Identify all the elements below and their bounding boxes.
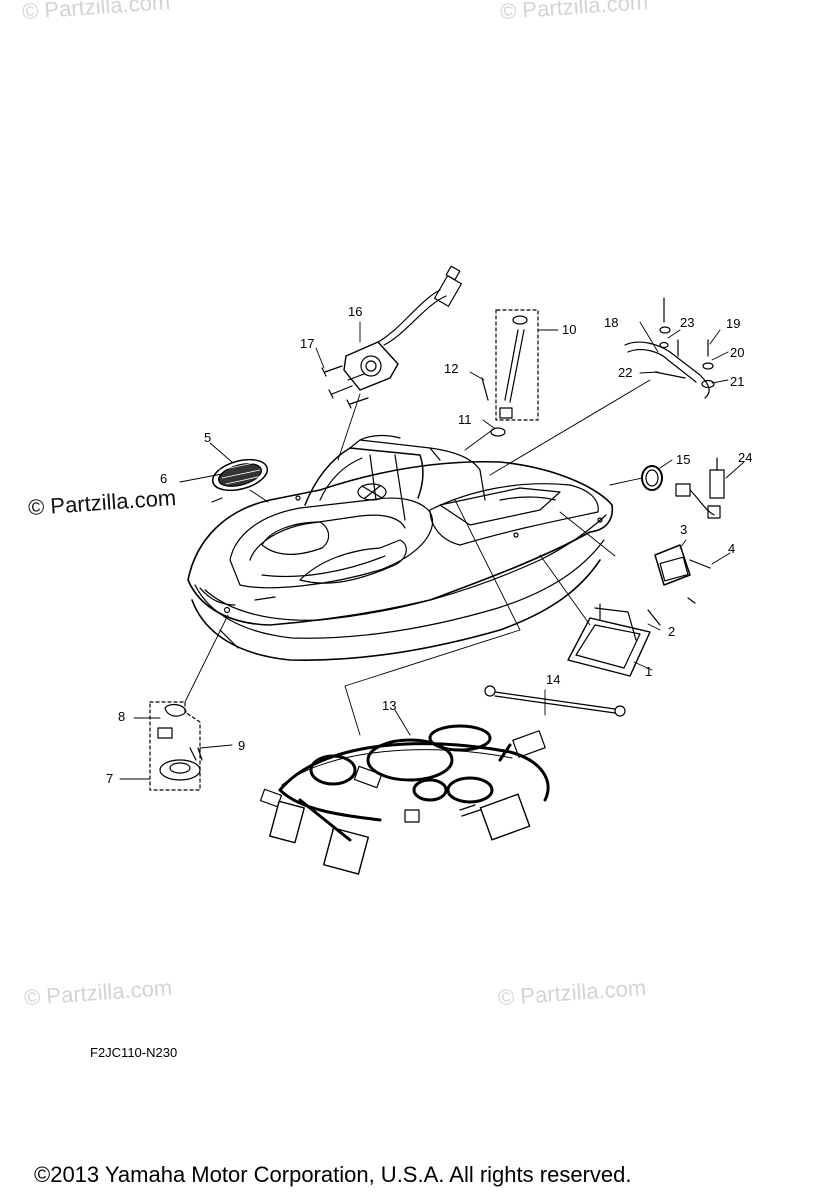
callout-6: 6 <box>160 471 167 486</box>
part-10-antenna <box>481 309 539 437</box>
part-7-assembly <box>149 701 203 791</box>
part-3-control-unit <box>654 544 711 604</box>
part-1-bracket <box>567 603 661 677</box>
callout-3: 3 <box>680 522 687 537</box>
boat-hull <box>187 434 614 662</box>
callout-21: 21 <box>730 374 744 389</box>
part-16-speaker-bracket <box>343 265 463 391</box>
callout-19: 19 <box>726 316 740 331</box>
part-17-screws <box>321 365 369 409</box>
callout-14: 14 <box>546 672 560 687</box>
part-5-speaker <box>211 458 269 503</box>
callout-8: 8 <box>118 709 125 724</box>
callout-24: 24 <box>738 450 752 465</box>
callout-16: 16 <box>348 304 362 319</box>
part-24-sensor <box>675 457 725 519</box>
callout-4: 4 <box>728 541 735 556</box>
part-14-cable <box>484 685 626 717</box>
callout-5: 5 <box>204 430 211 445</box>
callout-10: 10 <box>562 322 576 337</box>
callout-2: 2 <box>668 624 675 639</box>
part-13-wire-harness <box>259 724 550 875</box>
callout-22: 22 <box>618 365 632 380</box>
callout-18: 18 <box>604 315 618 330</box>
callout-12: 12 <box>444 361 458 376</box>
callout-labels: 1 2 3 4 5 6 7 8 9 10 11 12 13 14 15 16 1… <box>106 304 752 786</box>
callout-9: 9 <box>238 738 245 753</box>
diagram-code: F2JC110-N230 <box>90 1045 178 1060</box>
leader-lines <box>119 321 745 780</box>
part-18-bracket <box>624 297 715 399</box>
callout-11: 11 <box>458 412 472 427</box>
callout-7: 7 <box>106 771 113 786</box>
callout-20: 20 <box>730 345 744 360</box>
callout-15: 15 <box>676 452 690 467</box>
copyright-notice: ©2013 Yamaha Motor Corporation, U.S.A. A… <box>34 1162 632 1187</box>
callout-1: 1 <box>645 664 652 679</box>
part-15-grommet <box>641 465 663 491</box>
callout-17: 17 <box>300 336 314 351</box>
callout-23: 23 <box>680 315 694 330</box>
callout-13: 13 <box>382 698 396 713</box>
